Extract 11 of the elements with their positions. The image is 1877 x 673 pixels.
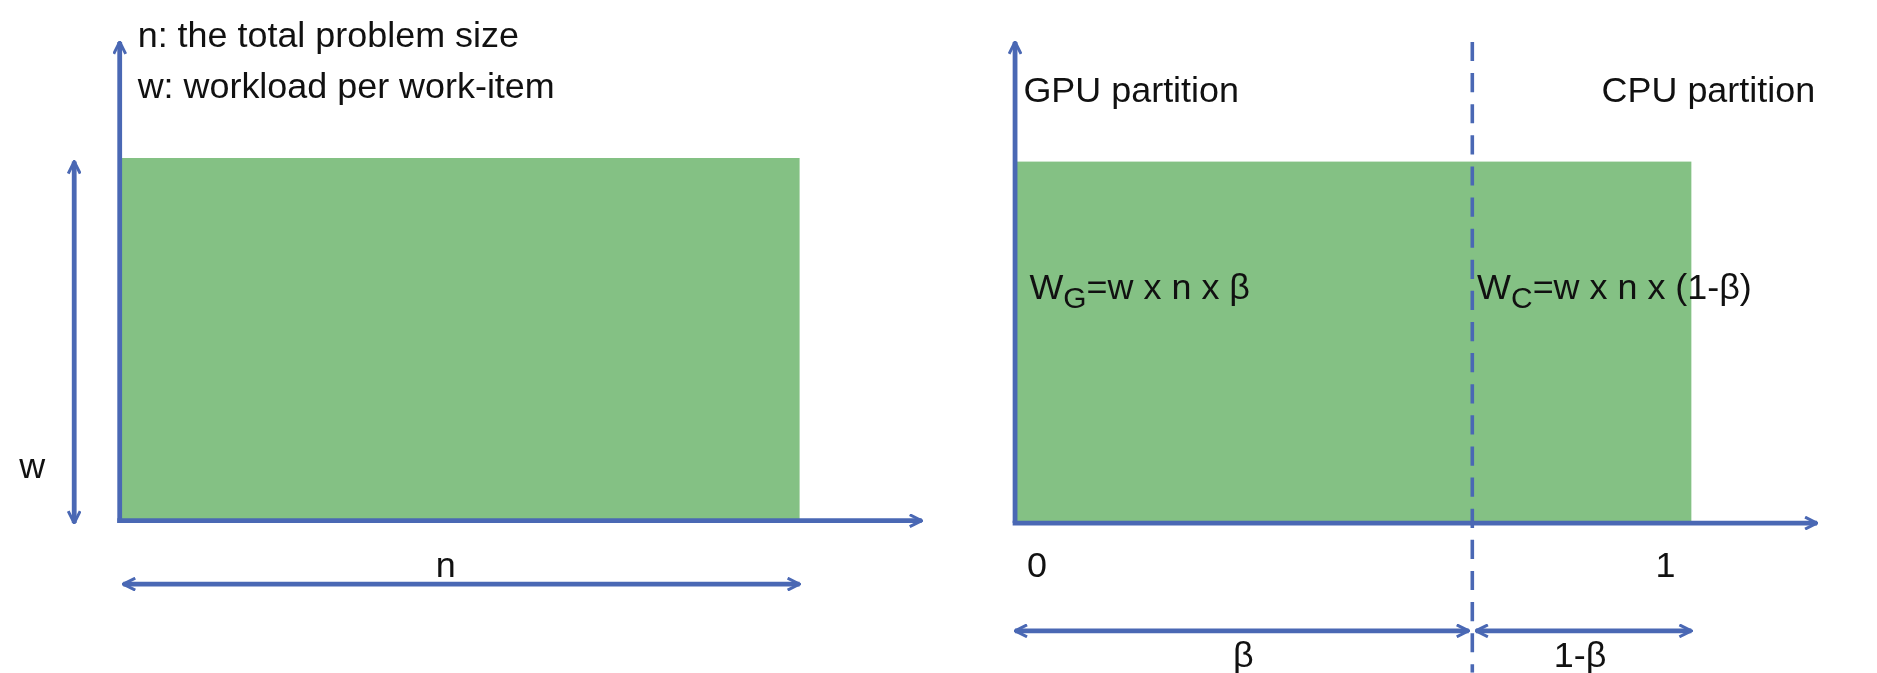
partition-label: CPU partition: [1601, 69, 1816, 109]
formula-label: W$_{C}$=w x n x (1-β): [1477, 266, 1752, 315]
dimension-label: w: [19, 445, 46, 485]
formula-label: W$_{G}$=w x n x β: [1029, 266, 1250, 315]
tick-label: 1: [1655, 544, 1676, 585]
legend-note: w: workload per work-item: [137, 65, 555, 106]
tick-label: 0: [1027, 544, 1047, 585]
legend-note: n: the total problem size: [137, 14, 519, 54]
dimension-label: n: [435, 544, 456, 585]
workload-block: [119, 158, 800, 521]
partition-label: GPU partition: [1023, 69, 1239, 109]
